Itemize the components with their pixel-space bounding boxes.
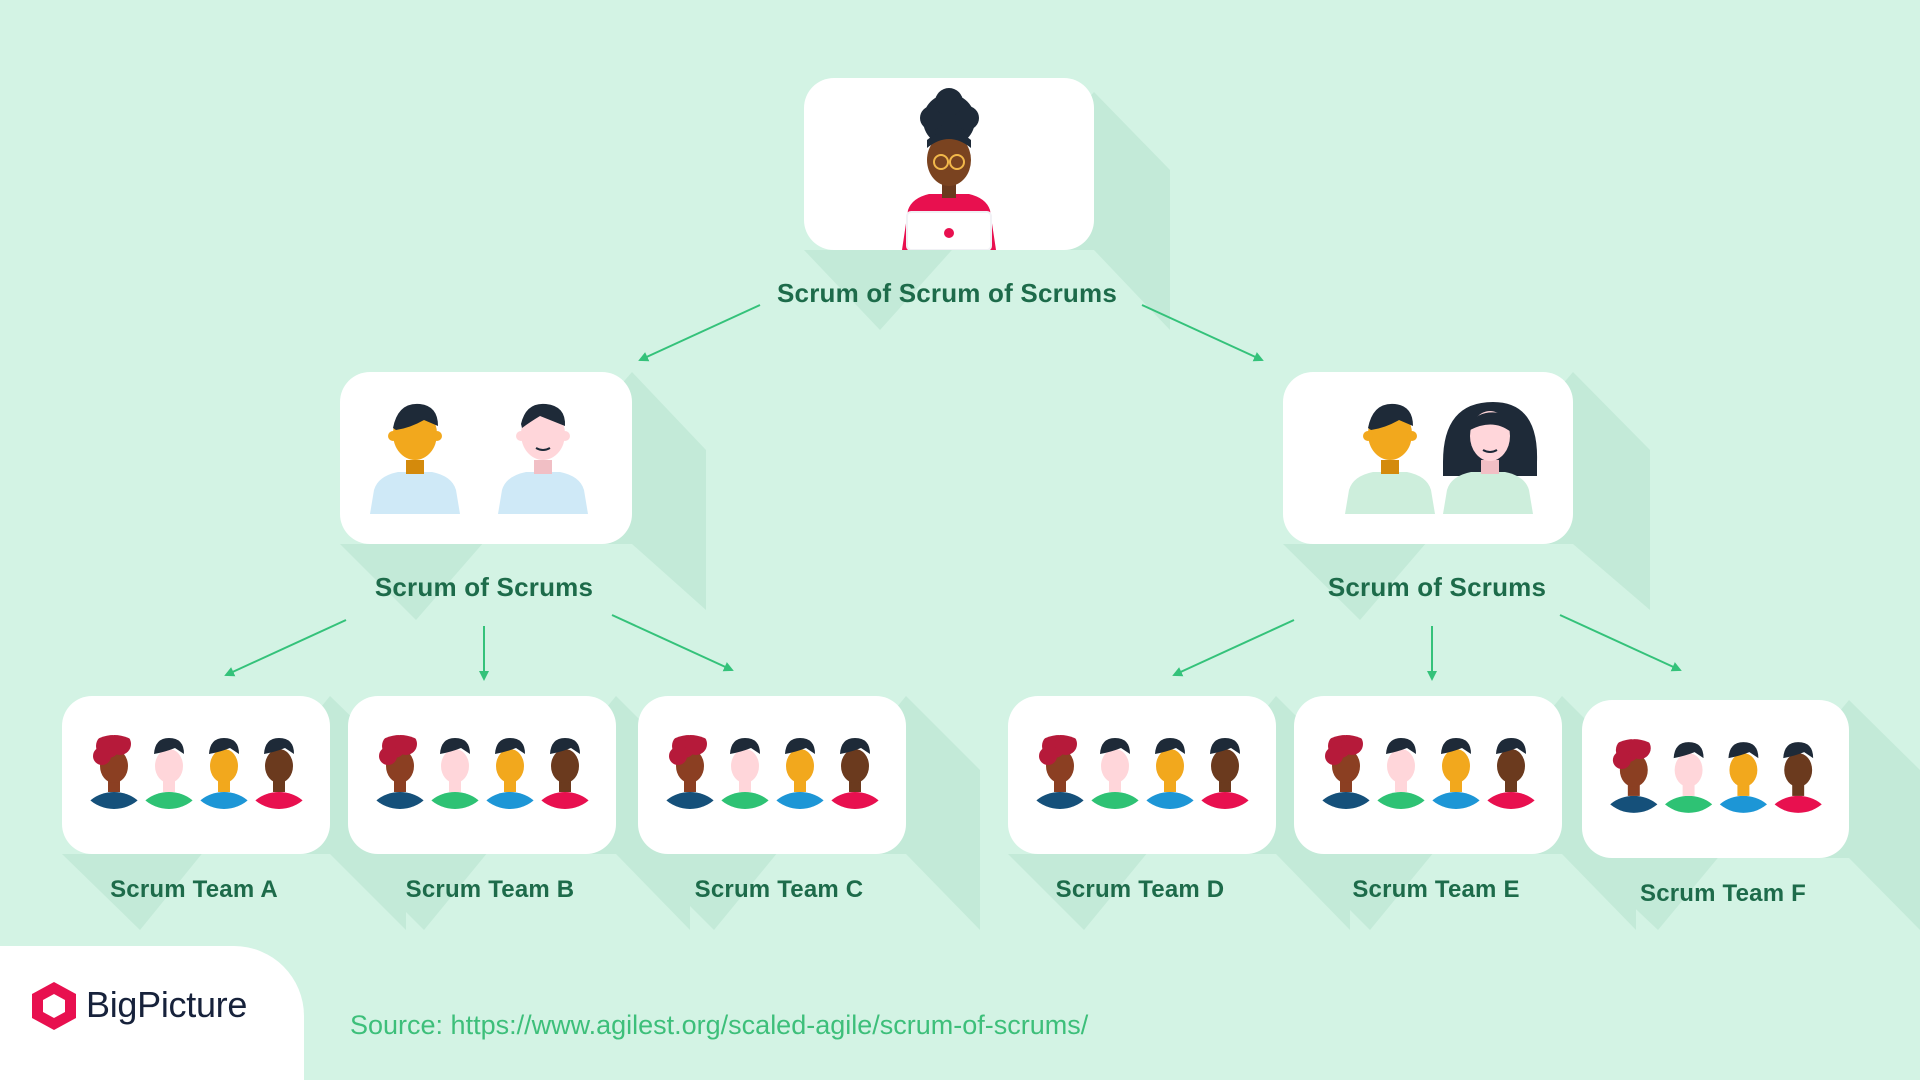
team-card-f — [1582, 700, 1849, 858]
arrow-top-to-left — [638, 304, 761, 362]
pair-avatars-icon — [370, 403, 588, 514]
pair-avatars-icon — [1345, 402, 1538, 514]
team-avatars-icon — [363, 735, 602, 809]
middle-label-left: Scrum of Scrums — [374, 572, 594, 602]
brand-name: BigPicture — [86, 984, 248, 1025]
team-avatars-icon — [653, 735, 892, 809]
arrow-right-to-f — [1559, 614, 1682, 672]
middle-label-right: Scrum of Scrums — [1327, 572, 1547, 602]
arrow-left-to-c — [611, 614, 734, 672]
top-label: Scrum of Scrum of Scrums — [777, 278, 1117, 308]
team-avatars-icon — [1309, 735, 1548, 809]
middle-card-left — [340, 372, 632, 544]
team-card-b — [348, 696, 616, 854]
team-label-e: Scrum Team E — [1352, 876, 1520, 903]
team-label-d: Scrum Team D — [1055, 876, 1225, 903]
brand-panel: BigPicture — [0, 946, 304, 1080]
team-avatars-icon — [1596, 739, 1836, 813]
team-card-d — [1008, 696, 1276, 854]
team-label-c: Scrum Team C — [694, 876, 864, 903]
arrow-left-to-a — [224, 619, 347, 677]
top-card — [804, 78, 1094, 250]
scrum-master-avatar-icon — [902, 88, 996, 250]
team-label-b: Scrum Team B — [405, 876, 575, 903]
team-card-e — [1294, 696, 1562, 854]
team-card-c — [638, 696, 906, 854]
team-card-a — [62, 696, 330, 854]
source-link[interactable]: Source: https://www.agilest.org/scaled-a… — [350, 1010, 1089, 1040]
arrow-right-to-d — [1172, 619, 1295, 677]
arrow-top-to-right — [1141, 304, 1264, 362]
middle-card-right — [1283, 372, 1573, 544]
bigpicture-logo-icon — [32, 982, 76, 1030]
team-label-a: Scrum Team A — [110, 876, 278, 903]
team-avatars-icon — [1023, 735, 1262, 809]
team-label-f: Scrum Team F — [1639, 880, 1807, 907]
team-avatars-icon — [77, 735, 316, 809]
